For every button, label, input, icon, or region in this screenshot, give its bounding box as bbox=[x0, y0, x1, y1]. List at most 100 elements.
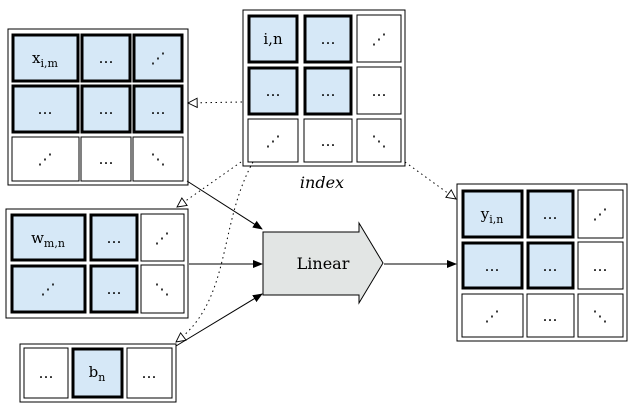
x-cell-text: ⋰ bbox=[38, 150, 53, 168]
y-cell-text: … bbox=[543, 307, 558, 325]
y-cell-r2c3: … bbox=[577, 241, 624, 290]
index-cell-r3c3: ⋱ bbox=[356, 118, 402, 163]
svg-text:bn: bn bbox=[89, 363, 106, 384]
b-vector: … bn … bbox=[19, 343, 177, 403]
w-matrix-frame bbox=[5, 208, 189, 319]
w-matrix: wm,n … ⋰ ⋰ … ⋱ bbox=[5, 208, 189, 319]
index-matrix-frame bbox=[242, 9, 406, 167]
b-vector-frame bbox=[19, 343, 177, 403]
x-cell-text: … bbox=[38, 100, 53, 118]
w-cell-text: ⋱ bbox=[155, 280, 170, 298]
arrow-index-to-x bbox=[188, 102, 243, 103]
index-cell-r3c2: … bbox=[303, 118, 353, 163]
y-cell-text: ⋰ bbox=[593, 205, 608, 223]
b-cell-text: … bbox=[142, 364, 157, 382]
linear-label: Linear bbox=[297, 254, 350, 273]
linear-arrow-shape bbox=[262, 221, 384, 305]
y-cell-r3c2: … bbox=[526, 293, 575, 338]
w-cell-r1c1: wm,n bbox=[10, 213, 87, 262]
svg-text:xi,m: xi,m bbox=[32, 49, 58, 70]
y-cell-text: ⋰ bbox=[485, 307, 500, 325]
x-cell-text: … bbox=[151, 100, 166, 118]
index-matrix: i,n … ⋰ … … … ⋰ … bbox=[242, 9, 406, 192]
w-cell-r2c1: ⋰ bbox=[10, 264, 87, 314]
y-cell-r3c1: ⋰ bbox=[461, 293, 524, 338]
y-matrix: yi,n … ⋰ … … … ⋰ … bbox=[456, 183, 628, 342]
index-cell-text: … bbox=[372, 82, 387, 100]
w-cell-r1c3: ⋰ bbox=[140, 213, 185, 262]
index-cell-text: ⋱ bbox=[372, 132, 387, 150]
y-cell-text: … bbox=[543, 205, 558, 223]
index-cell-r1c3: ⋰ bbox=[356, 14, 402, 63]
x-cell-r2c2: … bbox=[80, 84, 132, 134]
svg-text:wm,n: wm,n bbox=[31, 229, 65, 250]
y-cell-text: … bbox=[543, 257, 558, 275]
w-cell-label: w bbox=[31, 229, 44, 247]
y-cell-r2c1: … bbox=[461, 241, 524, 290]
index-cell-text: … bbox=[321, 132, 336, 150]
index-cell-r2c2: … bbox=[303, 66, 353, 116]
arrow-index-to-y bbox=[404, 161, 456, 199]
index-cell-text: i,n bbox=[263, 30, 283, 48]
index-cell-text: … bbox=[321, 82, 336, 100]
index-cell-r2c3: … bbox=[356, 66, 402, 115]
y-cell-r1c2: … bbox=[526, 189, 575, 239]
index-cell-r1c2: … bbox=[303, 14, 353, 64]
y-cell-r3c3: ⋱ bbox=[577, 293, 624, 338]
x-matrix: xi,m … ⋰ … … … ⋰ … bbox=[7, 28, 189, 186]
index-cell-text: ⋰ bbox=[372, 30, 387, 48]
index-label: index bbox=[300, 173, 344, 192]
arrow-index-to-w bbox=[177, 161, 242, 207]
x-cell-r3c2: … bbox=[80, 136, 132, 182]
y-cell-r2c2: … bbox=[526, 241, 575, 290]
w-cell-text: ⋰ bbox=[155, 229, 170, 247]
x-cell-text: ⋰ bbox=[151, 49, 166, 67]
index-cell-r1c1: i,n bbox=[247, 14, 299, 64]
x-cell-text: ⋱ bbox=[151, 150, 166, 168]
x-cell-label: x bbox=[32, 49, 41, 67]
x-cell-r2c3: … bbox=[132, 84, 184, 134]
x-cell-r1c2: … bbox=[80, 33, 132, 83]
index-cell-r3c1: ⋰ bbox=[247, 118, 299, 163]
y-cell-text: … bbox=[593, 257, 608, 275]
index-cell-text: … bbox=[266, 82, 281, 100]
w-cell-text: … bbox=[107, 280, 122, 298]
arrow-x-to-linear bbox=[186, 180, 263, 230]
arrow-b-to-linear bbox=[175, 293, 263, 347]
x-cell-subscript: i,m bbox=[41, 57, 59, 70]
x-cell-text: … bbox=[99, 49, 114, 67]
b-cell-subscript: n bbox=[98, 371, 105, 384]
b-cell-label: b bbox=[89, 363, 99, 381]
x-cell-r1c1: xi,m bbox=[11, 33, 80, 83]
index-cell-text: … bbox=[321, 30, 336, 48]
w-cell-text: ⋰ bbox=[41, 280, 56, 298]
b-cell-c3: … bbox=[126, 347, 173, 399]
w-cell-subscript: m,n bbox=[44, 237, 65, 250]
b-cell-c2: bn bbox=[71, 347, 124, 399]
linear-block: Linear bbox=[262, 221, 384, 305]
index-cell-text: ⋰ bbox=[266, 132, 281, 150]
w-cell-r2c2: … bbox=[89, 264, 139, 314]
w-cell-r1c2: … bbox=[89, 213, 139, 262]
b-cell-text: … bbox=[39, 364, 54, 382]
y-cell-r1c3: ⋰ bbox=[577, 189, 624, 239]
y-cell-r1c1: yi,n bbox=[461, 189, 524, 239]
x-cell-r1c3: ⋰ bbox=[132, 33, 184, 83]
b-cell-c1: … bbox=[23, 347, 69, 399]
x-cell-r3c3: ⋱ bbox=[132, 136, 184, 182]
x-cell-r3c1: ⋰ bbox=[11, 136, 80, 182]
w-cell-r2c3: ⋱ bbox=[140, 264, 185, 314]
x-cell-text: … bbox=[99, 150, 114, 168]
index-cell-r2c1: … bbox=[247, 66, 299, 116]
y-matrix-frame bbox=[456, 183, 628, 342]
arrows bbox=[175, 102, 457, 347]
x-cell-r2c1: … bbox=[11, 84, 80, 134]
x-cell-text: … bbox=[99, 100, 114, 118]
y-cell-text: … bbox=[485, 257, 500, 275]
y-cell-subscript: i,n bbox=[489, 213, 503, 226]
y-cell-text: ⋱ bbox=[593, 307, 608, 325]
arrow-index-to-b bbox=[176, 161, 254, 342]
w-cell-text: … bbox=[107, 229, 122, 247]
y-cell-label: y bbox=[480, 205, 490, 223]
